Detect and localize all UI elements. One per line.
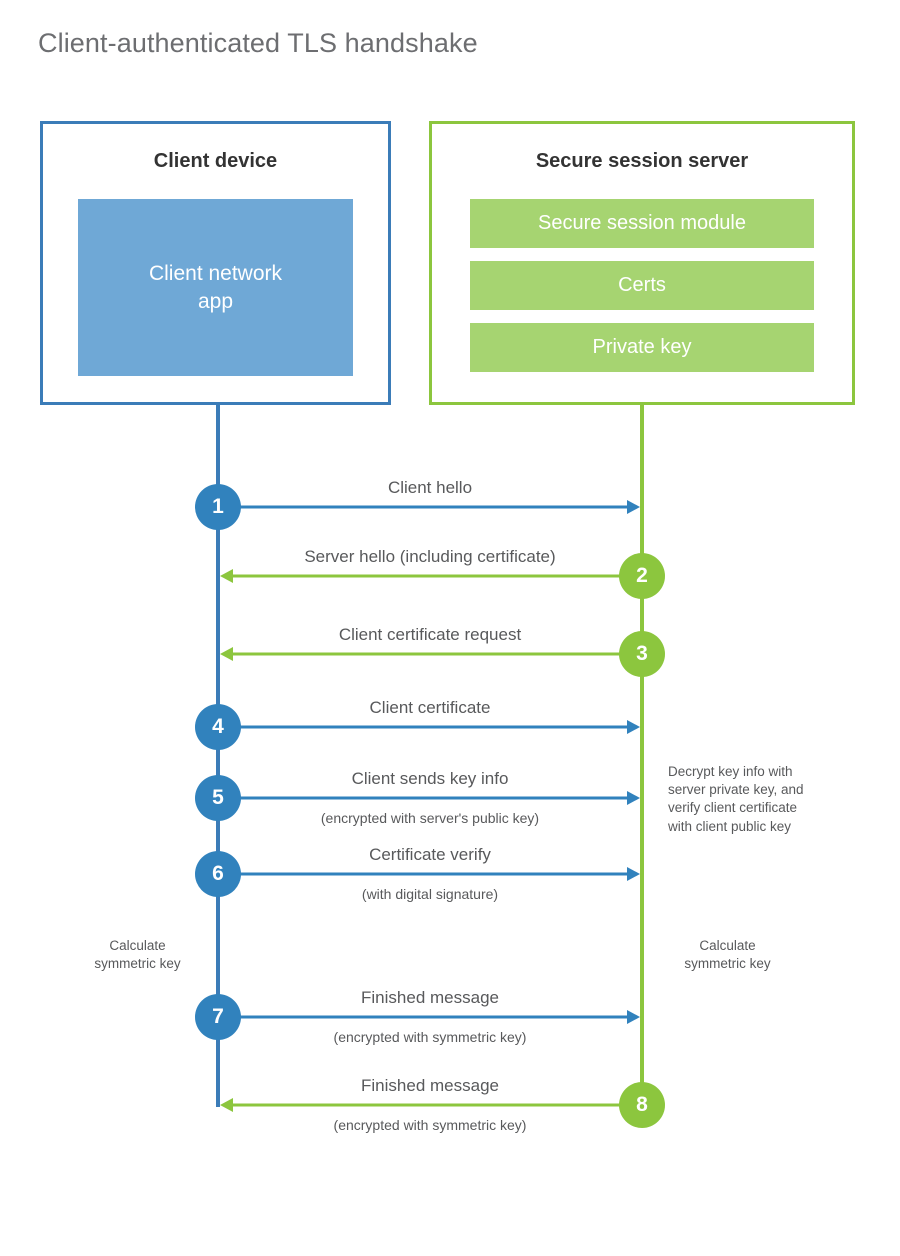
message-label-5: Client sends key info: [351, 769, 509, 788]
step-circle-4[interactable]: 4: [195, 704, 241, 750]
message-sublabel-8: (encrypted with symmetric key): [333, 1117, 527, 1133]
step-circle-5[interactable]: 5: [195, 775, 241, 821]
message-label-2: Server hello (including certificate): [304, 547, 556, 566]
server-decrypt-annotation: Decrypt key info with server private key…: [668, 764, 804, 834]
client-calculate-symmetric-key-annotation: Calculate symmetric key: [94, 938, 181, 972]
message-arrowhead-2: [220, 569, 233, 583]
message-arrowhead-8: [220, 1098, 233, 1112]
message-label-4: Client certificate: [369, 698, 491, 717]
message-label-7: Finished message: [361, 988, 499, 1007]
message-arrowhead-1: [627, 500, 640, 514]
secure-session-server-title: Secure session server: [535, 150, 749, 172]
step-circle-8[interactable]: 8: [619, 1082, 665, 1128]
step-circle-6[interactable]: 6: [195, 851, 241, 897]
server-lifeline: [640, 405, 644, 1105]
step-circle-3[interactable]: 3: [619, 631, 665, 677]
page-title: Client-authenticated TLS handshake: [38, 28, 478, 58]
message-arrowhead-4: [627, 720, 640, 734]
step-circle-2[interactable]: 2: [619, 553, 665, 599]
message-sublabel-5: (encrypted with server's public key): [320, 810, 540, 826]
message-arrowhead-5: [627, 791, 640, 805]
server-component-secure-session-module: Secure session module: [470, 199, 814, 248]
message-label-6: Certificate verify: [369, 845, 491, 864]
message-sublabel-6: (with digital signature): [361, 886, 499, 902]
secure-session-server-box: Secure session server Secure session mod…: [429, 121, 855, 405]
server-component-private-key: Private key: [470, 323, 814, 372]
message-arrowhead-6: [627, 867, 640, 881]
step-circle-7[interactable]: 7: [195, 994, 241, 1040]
client-network-app-panel: Client network app: [78, 199, 353, 376]
message-sublabel-7: (encrypted with symmetric key): [333, 1029, 527, 1045]
message-arrowhead-3: [220, 647, 233, 661]
server-component-certs: Certs: [470, 261, 814, 310]
message-arrowhead-7: [627, 1010, 640, 1024]
step-circle-1[interactable]: 1: [195, 484, 241, 530]
message-label-3: Client certificate request: [338, 625, 522, 644]
client-device-box: Client device Client network app: [40, 121, 391, 405]
message-label-8: Finished message: [361, 1076, 499, 1095]
client-device-title: Client device: [153, 150, 278, 172]
server-calculate-symmetric-key-annotation: Calculate symmetric key: [684, 938, 771, 972]
message-label-1: Client hello: [387, 478, 473, 497]
client-lifeline: [216, 405, 220, 1107]
